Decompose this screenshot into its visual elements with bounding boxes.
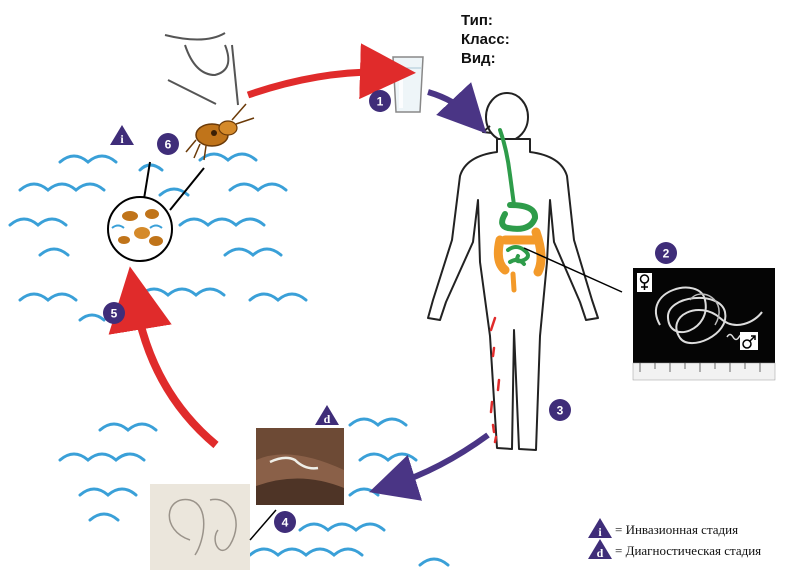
svg-text:i: i xyxy=(120,132,124,146)
larvae-photo xyxy=(150,484,250,570)
infective-stage-badge: i xyxy=(110,125,134,146)
worm-illustration-top xyxy=(164,32,239,106)
zoom-line-right xyxy=(169,167,205,211)
legend-diagnostic-icon: d xyxy=(588,539,612,560)
step-2-marker: 2 xyxy=(655,242,677,264)
pointer-line-larvae xyxy=(249,509,277,541)
svg-text:1: 1 xyxy=(377,95,384,109)
step-4-marker: 4 xyxy=(274,511,296,533)
water-waves-upper xyxy=(8,152,308,322)
svg-text:d: d xyxy=(324,412,331,426)
species-label: Вид: xyxy=(461,50,496,67)
arrow-to-photo xyxy=(369,432,490,501)
worm-emerging-photo xyxy=(256,428,344,505)
adult-worms-panel xyxy=(632,268,776,381)
legend-infective-icon: i xyxy=(588,518,612,539)
worm-in-leg-marks xyxy=(489,316,501,444)
class-label: Класс: xyxy=(461,31,510,48)
female-symbol-icon xyxy=(637,273,652,292)
svg-text:6: 6 xyxy=(165,138,172,152)
male-symbol-icon xyxy=(740,332,758,350)
arrow-to-body xyxy=(427,82,487,134)
legend: i = Инвазионная стадия d = Диагностическ… xyxy=(588,518,761,560)
water-waves-lower xyxy=(58,417,450,567)
arrow-to-step-1 xyxy=(246,43,416,100)
svg-text:5: 5 xyxy=(111,307,118,321)
svg-text:3: 3 xyxy=(557,404,564,418)
step-3-marker: 3 xyxy=(549,399,571,421)
step-1-marker: 1 xyxy=(369,90,391,112)
arrow-to-water xyxy=(108,266,219,449)
svg-text:2: 2 xyxy=(663,247,670,261)
svg-text:i: i xyxy=(598,525,602,539)
glass-of-water-icon xyxy=(392,56,424,113)
step-5-marker: 5 xyxy=(103,302,125,324)
magnified-copepods-circle xyxy=(107,196,173,262)
svg-text:d: d xyxy=(597,546,604,560)
type-label: Тип: xyxy=(461,12,493,29)
copepod-icon xyxy=(185,103,255,161)
diagnostic-stage-badge: d xyxy=(315,405,339,426)
pointer-line-adults xyxy=(523,247,623,293)
svg-text:4: 4 xyxy=(282,516,289,530)
legend-diagnostic-text: = Диагностическая стадия xyxy=(615,543,761,558)
legend-infective-text: = Инвазионная стадия xyxy=(615,522,738,537)
step-6-marker: 6 xyxy=(157,133,179,155)
